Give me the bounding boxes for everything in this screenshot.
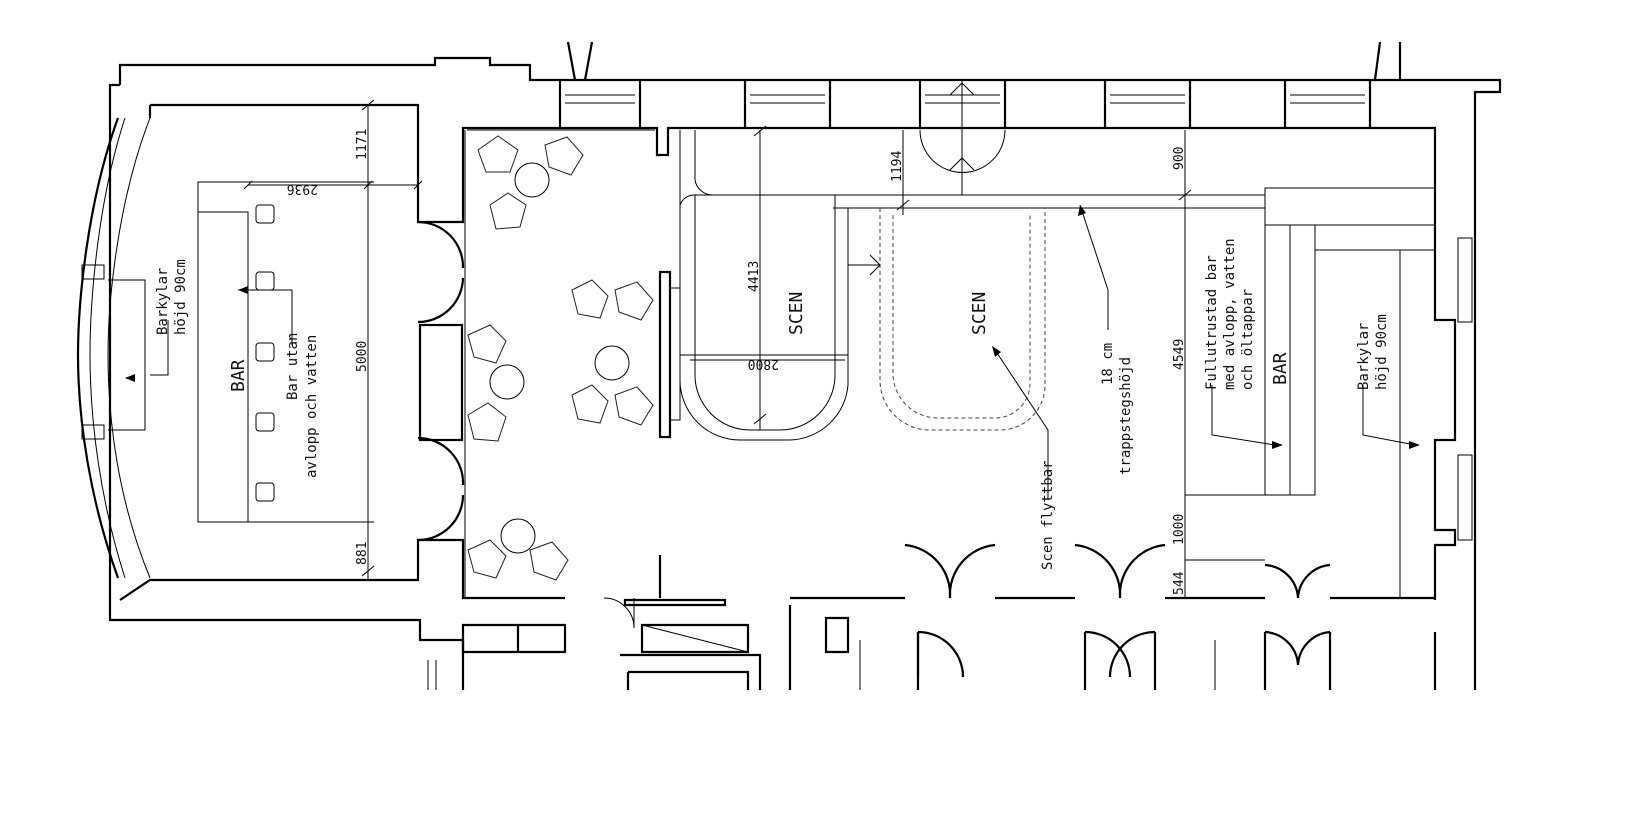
left-bar-label: BAR <box>228 359 249 392</box>
left-bar <box>150 181 369 523</box>
right-barkylar-line2: höjd 90cm <box>1374 314 1390 390</box>
right-bar-note-line1: Fullutrustad bar <box>1204 255 1220 390</box>
dim-4413: 4413 <box>747 261 762 292</box>
stage-2-label: SCEN <box>969 292 990 335</box>
dim-2936: 2936 <box>287 181 318 196</box>
left-bar-note-line2: avlopp och vatten <box>304 335 320 478</box>
dim-1171: 1171 <box>355 129 370 160</box>
bottom-doors <box>904 543 1331 678</box>
left-bar-note-line1: Bar utan <box>285 333 301 400</box>
left-barkylar-line1: Barkylar <box>155 268 171 335</box>
dim-1194: 1194 <box>890 151 905 182</box>
dimension-labels: 1171 2936 5000 881 1194 4413 2800 900 45… <box>287 129 1187 595</box>
dim-4549: 4549 <box>1172 339 1187 370</box>
bar-stools <box>255 204 275 502</box>
stage-area <box>679 80 1265 441</box>
dim-2800: 2800 <box>748 356 779 371</box>
right-bar-label: BAR <box>1270 352 1291 385</box>
dim-5000: 5000 <box>355 341 370 372</box>
movable-stage-note: Scen flyttbar <box>1040 460 1056 570</box>
leader-arrows <box>125 205 1420 449</box>
step-height-line2: trappstegshöjd <box>1118 357 1134 475</box>
right-bar-note-line3: och öltappar <box>1240 289 1256 390</box>
curved-window-wall <box>76 117 151 579</box>
dim-544: 544 <box>1172 571 1187 595</box>
step-height-line1: 18 cm <box>1100 343 1116 385</box>
dim-1000: 1000 <box>1172 514 1187 545</box>
dim-881: 881 <box>355 542 370 565</box>
lounge-chairs <box>467 135 654 581</box>
left-barkylar-line2: höjd 90cm <box>173 259 189 335</box>
right-bar <box>1184 187 1436 598</box>
right-barkylar-line1: Barkylar <box>1356 323 1372 390</box>
stage-1-label: SCEN <box>786 292 807 335</box>
dimension-lines <box>243 99 1192 580</box>
room-labels: Barkylar höjd 90cm BAR Bar utan avlopp o… <box>155 238 1390 570</box>
dim-900: 900 <box>1172 147 1187 170</box>
lounge-area <box>417 129 681 629</box>
right-bar-note-line2: med avlopp, vatten <box>1222 238 1238 390</box>
